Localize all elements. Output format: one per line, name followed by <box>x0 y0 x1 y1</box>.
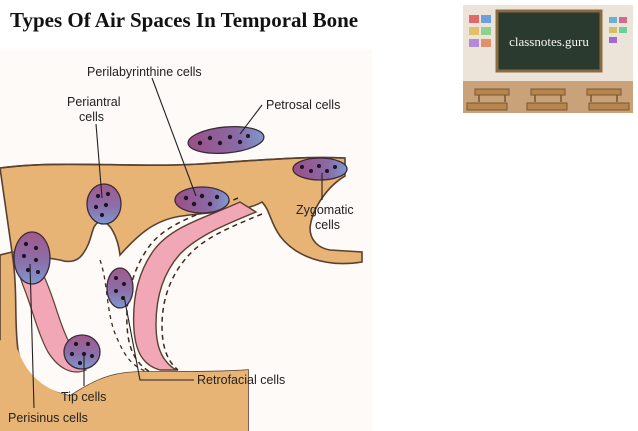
chalkboard <box>495 9 603 73</box>
leader-retrofacial <box>123 295 194 381</box>
tip-cell-cluster <box>63 334 101 370</box>
bone-top-edge <box>0 156 346 169</box>
mastoid-dashed-line <box>99 259 149 373</box>
classnotes-logo: classnotes.guru <box>463 5 633 113</box>
label-perisinus-cells: Perisinus cells <box>8 411 88 425</box>
zygomatic-cell-cluster <box>292 157 348 181</box>
leader-periantral <box>95 123 103 199</box>
perisinus-cell-cluster <box>13 231 51 285</box>
wall-posters <box>469 15 627 47</box>
desks <box>466 88 630 111</box>
leader-perilabyrinthine <box>151 77 197 197</box>
label-periantral-line1: Periantral <box>67 95 121 109</box>
page-title: Types Of Air Spaces In Temporal Bone <box>10 8 359 32</box>
bone-lower-band <box>0 340 248 431</box>
label-tip-cells: Tip cells <box>61 390 106 404</box>
leader-perisinus <box>29 263 35 409</box>
canal-dashed-line-outer <box>126 197 239 373</box>
retrofacial-cell-cluster <box>106 267 134 309</box>
perilabyrinthine-cell-cluster <box>174 186 230 214</box>
label-zygomatic-line2: cells <box>315 218 340 232</box>
periantral-cell-cluster <box>86 183 122 225</box>
facial-canal <box>132 201 258 371</box>
logo-text: classnotes.guru <box>509 34 589 49</box>
label-retrofacial-cells: Retrofacial cells <box>197 373 285 387</box>
temporal-bone-diagram: Perilabyrinthine cells Periantral cells … <box>0 50 372 431</box>
label-petrosal-cells: Petrosal cells <box>266 98 340 112</box>
label-perilabyrinthine-cells: Perilabyrinthine cells <box>87 65 202 79</box>
leader-petrosal <box>239 104 263 135</box>
label-periantral-line2: cells <box>79 110 104 124</box>
petrosal-cell-cluster <box>187 125 265 155</box>
label-zygomatic-line1: Zygomatic <box>296 203 354 217</box>
